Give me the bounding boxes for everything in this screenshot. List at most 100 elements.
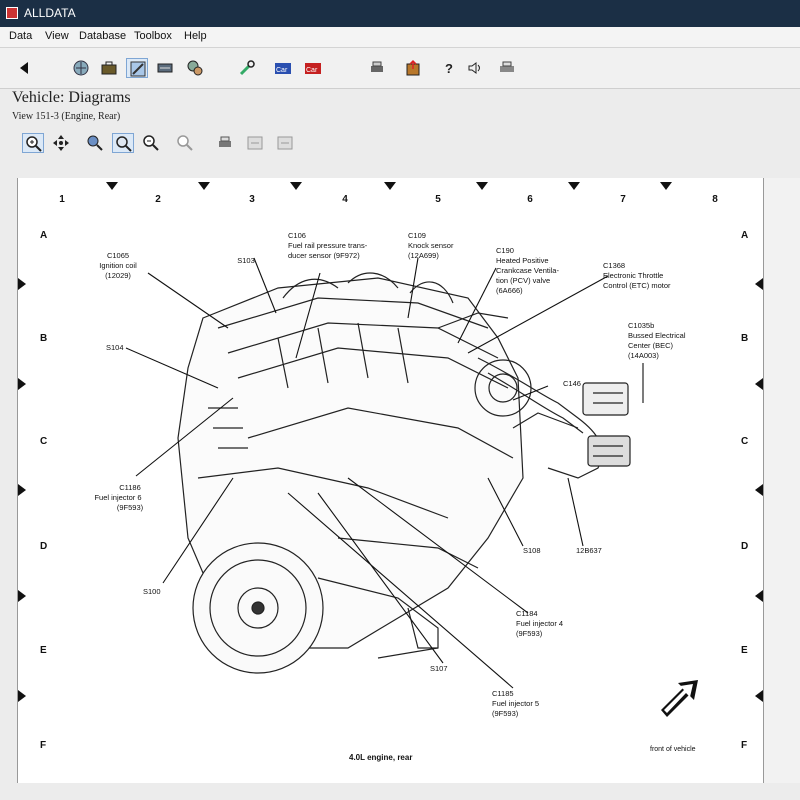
row-label: A — [741, 230, 748, 241]
zoom-select-button[interactable] — [22, 133, 44, 153]
callout-s104: S104 — [106, 343, 124, 352]
row-label: E — [741, 645, 748, 656]
callout-s100: S100 — [143, 587, 161, 596]
specs-button[interactable] — [154, 58, 176, 78]
back-button[interactable] — [14, 58, 36, 78]
page-subtitle: View 151-3 (Engine, Rear) — [12, 111, 121, 122]
diagram-print-button[interactable] — [214, 133, 236, 153]
diagram-panel[interactable]: 1 2 3 4 5 6 7 8 A B C D E F A B C D E — [17, 178, 764, 783]
recent-car-button[interactable]: Car — [302, 58, 324, 78]
previous-page-button[interactable] — [244, 133, 266, 153]
row-label: C — [40, 436, 47, 447]
row-label: F — [741, 740, 747, 751]
components-button[interactable] — [184, 58, 206, 78]
menu-data[interactable]: Data — [9, 30, 33, 42]
column-label: 1 — [59, 194, 65, 205]
row-label: B — [741, 333, 748, 344]
pan-button[interactable] — [50, 133, 72, 153]
previous-page-icon — [247, 136, 263, 150]
diagram-toolbar — [18, 130, 308, 160]
row-label: D — [40, 541, 47, 552]
callout-s103: S103 — [237, 256, 255, 265]
front-of-vehicle-arrow-icon — [661, 680, 698, 717]
next-page-icon — [277, 136, 293, 150]
row-label: F — [40, 740, 46, 751]
callout-s107: S107 — [430, 664, 448, 673]
back-arrow-icon — [20, 62, 28, 74]
row-label: E — [40, 645, 47, 656]
callout-c146: C146 — [563, 379, 581, 388]
zoom-fit-button[interactable] — [84, 133, 106, 153]
row-label: B — [40, 333, 47, 344]
engine-drawing — [177, 272, 631, 674]
tools-button[interactable] — [236, 58, 258, 78]
column-label: 2 — [155, 194, 161, 205]
front-of-vehicle-label: front of vehicle — [650, 746, 696, 753]
print-button[interactable] — [366, 58, 388, 78]
svg-text:?: ? — [445, 61, 453, 76]
help-button[interactable]: ? — [438, 58, 460, 78]
question-mark-icon: ? — [445, 61, 453, 76]
row-letters-left: A B C D E F — [40, 230, 47, 751]
menu-view[interactable]: View — [45, 30, 69, 42]
zoom-fit-icon — [87, 135, 103, 151]
diagram-tool-icon — [130, 61, 146, 77]
new-car-icon: Car — [275, 63, 291, 74]
print-preview-icon — [500, 61, 514, 72]
briefcase-button[interactable] — [98, 58, 120, 78]
recent-car-icon: Car — [305, 63, 321, 74]
app-icon — [6, 7, 18, 19]
print-preview-button[interactable] — [496, 58, 518, 78]
window-titlebar: ALLDATA — [0, 0, 800, 27]
export-icon — [406, 59, 420, 76]
window-title: ALLDATA — [24, 6, 76, 20]
export-button[interactable] — [402, 58, 424, 78]
svg-text:Car: Car — [276, 67, 288, 74]
zoom-select-icon — [26, 136, 42, 152]
column-label: 4 — [342, 194, 348, 205]
menu-help[interactable]: Help — [184, 30, 207, 42]
page-title: Vehicle: Diagrams — [12, 89, 131, 106]
svg-text:Car: Car — [306, 67, 318, 74]
wrench-icon — [239, 60, 255, 76]
menu-database[interactable]: Database — [79, 30, 127, 42]
pan-arrows-icon — [53, 135, 69, 151]
row-label: C — [741, 436, 748, 447]
vehicle-select-button[interactable] — [70, 58, 92, 78]
column-label: 7 — [620, 194, 626, 205]
zoom-in-button[interactable] — [112, 133, 134, 153]
menu-toolbox[interactable]: Toolbox — [134, 30, 172, 42]
next-page-button[interactable] — [274, 133, 296, 153]
engine-diagram: 1 2 3 4 5 6 7 8 A B C D E F A B C D E — [18, 182, 763, 762]
speaker-icon — [468, 62, 480, 74]
row-label: A — [40, 230, 47, 241]
column-label: 3 — [249, 194, 255, 205]
audio-button[interactable] — [464, 58, 486, 78]
zoom-reset-button[interactable] — [174, 133, 196, 153]
column-label: 5 — [435, 194, 441, 205]
zoom-out-button[interactable] — [140, 133, 162, 153]
new-car-button[interactable]: Car — [272, 58, 294, 78]
callout-12b637: 12B637 — [576, 546, 602, 555]
column-label: 8 — [712, 194, 718, 205]
vehicle-globe-icon — [73, 60, 89, 76]
row-letters-right: A B C D E F — [741, 230, 748, 751]
row-label: D — [741, 541, 748, 552]
diagrams-button[interactable] — [126, 58, 148, 78]
menu-bar: Data View Database Toolbox Help — [0, 27, 800, 48]
callout-leaders — [125, 257, 644, 689]
column-numbers: 1 2 3 4 5 6 7 8 — [59, 194, 718, 205]
main-toolbar: Car Car ? — [0, 48, 800, 89]
zoom-reset-icon — [177, 135, 193, 151]
printer-icon — [219, 136, 231, 147]
